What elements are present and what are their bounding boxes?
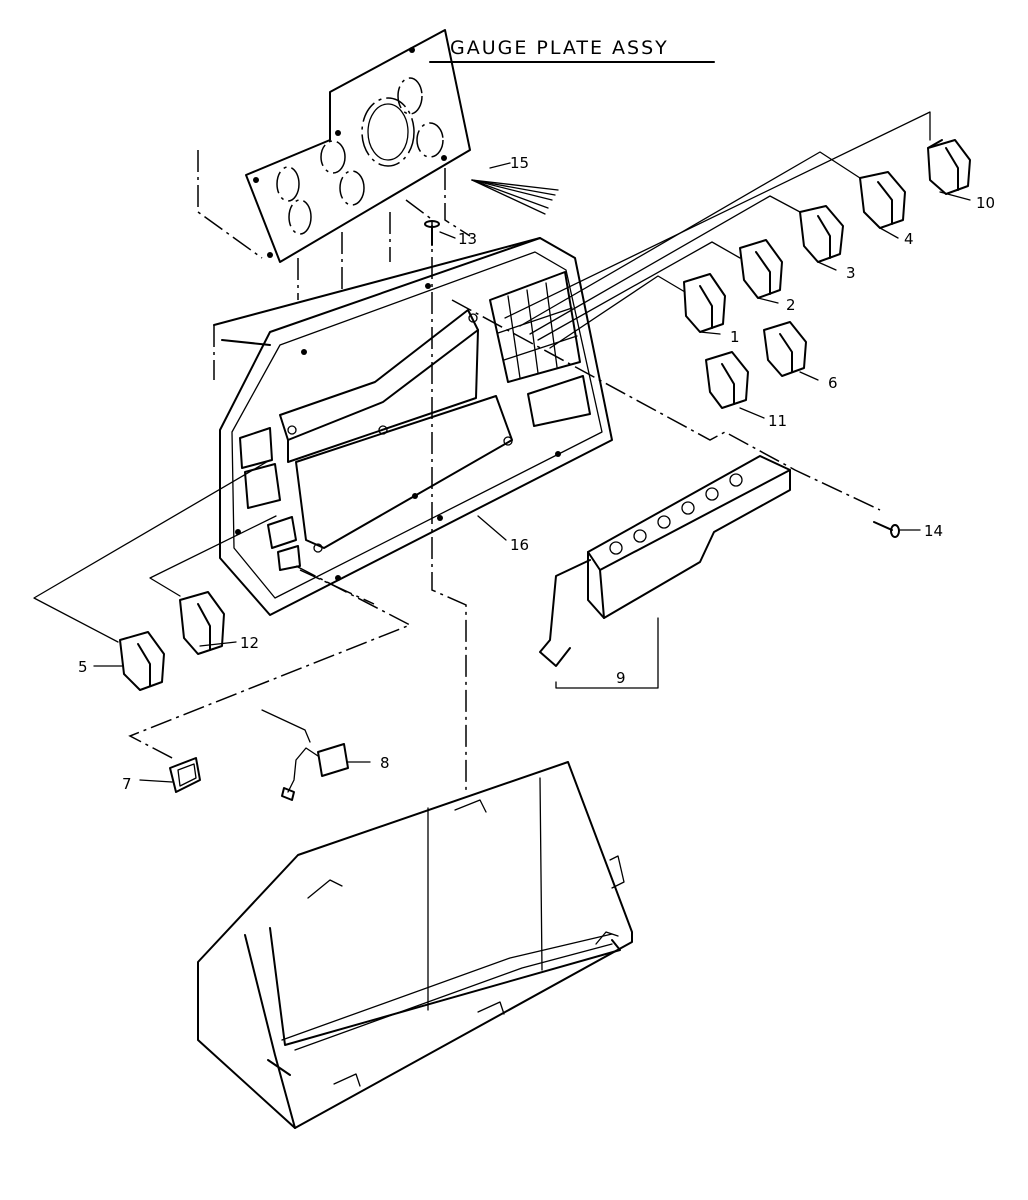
rocker-switch-1 (683, 273, 726, 333)
callout-15: 15 (510, 154, 529, 172)
callout-13: 13 (458, 230, 477, 248)
callout-3: 3 (846, 264, 856, 282)
callout-8: 8 (380, 754, 390, 772)
rocker-switch-3 (799, 205, 844, 263)
rocker-switch-4 (859, 171, 906, 229)
rocker-switch-2 (739, 239, 783, 299)
callout-5: 5 (78, 658, 88, 676)
wire-switch-8 (281, 743, 349, 801)
callout-9: 9 (616, 669, 626, 687)
screw-13 (424, 220, 440, 246)
rocker-switch-5 (119, 631, 165, 691)
indicator-light-bar-9 (539, 455, 791, 689)
callout-12: 12 (240, 634, 259, 652)
callout-11: 11 (768, 412, 787, 430)
callout-10: 10 (976, 194, 995, 212)
screw-14 (873, 521, 900, 538)
callout-7: 7 (122, 775, 132, 793)
callout-1: 1 (730, 328, 740, 346)
gauge-plate (245, 29, 471, 263)
lower-console-housing (197, 761, 633, 1129)
callout-14: 14 (924, 522, 943, 540)
rocker-switch-10 (927, 139, 971, 195)
callout-16: 16 (510, 536, 529, 554)
rocker-switch-6 (763, 321, 807, 377)
wire-harness-15 (471, 179, 559, 215)
callout-4: 4 (904, 230, 914, 248)
dash-panel (213, 237, 613, 616)
callout-2: 2 (786, 296, 796, 314)
callout-6: 6 (828, 374, 838, 392)
diagram-title: GAUGE PLATE ASSY (450, 37, 669, 59)
connector-7 (169, 757, 201, 793)
rocker-switch-11 (705, 351, 749, 409)
rocker-switch-12 (179, 591, 225, 655)
